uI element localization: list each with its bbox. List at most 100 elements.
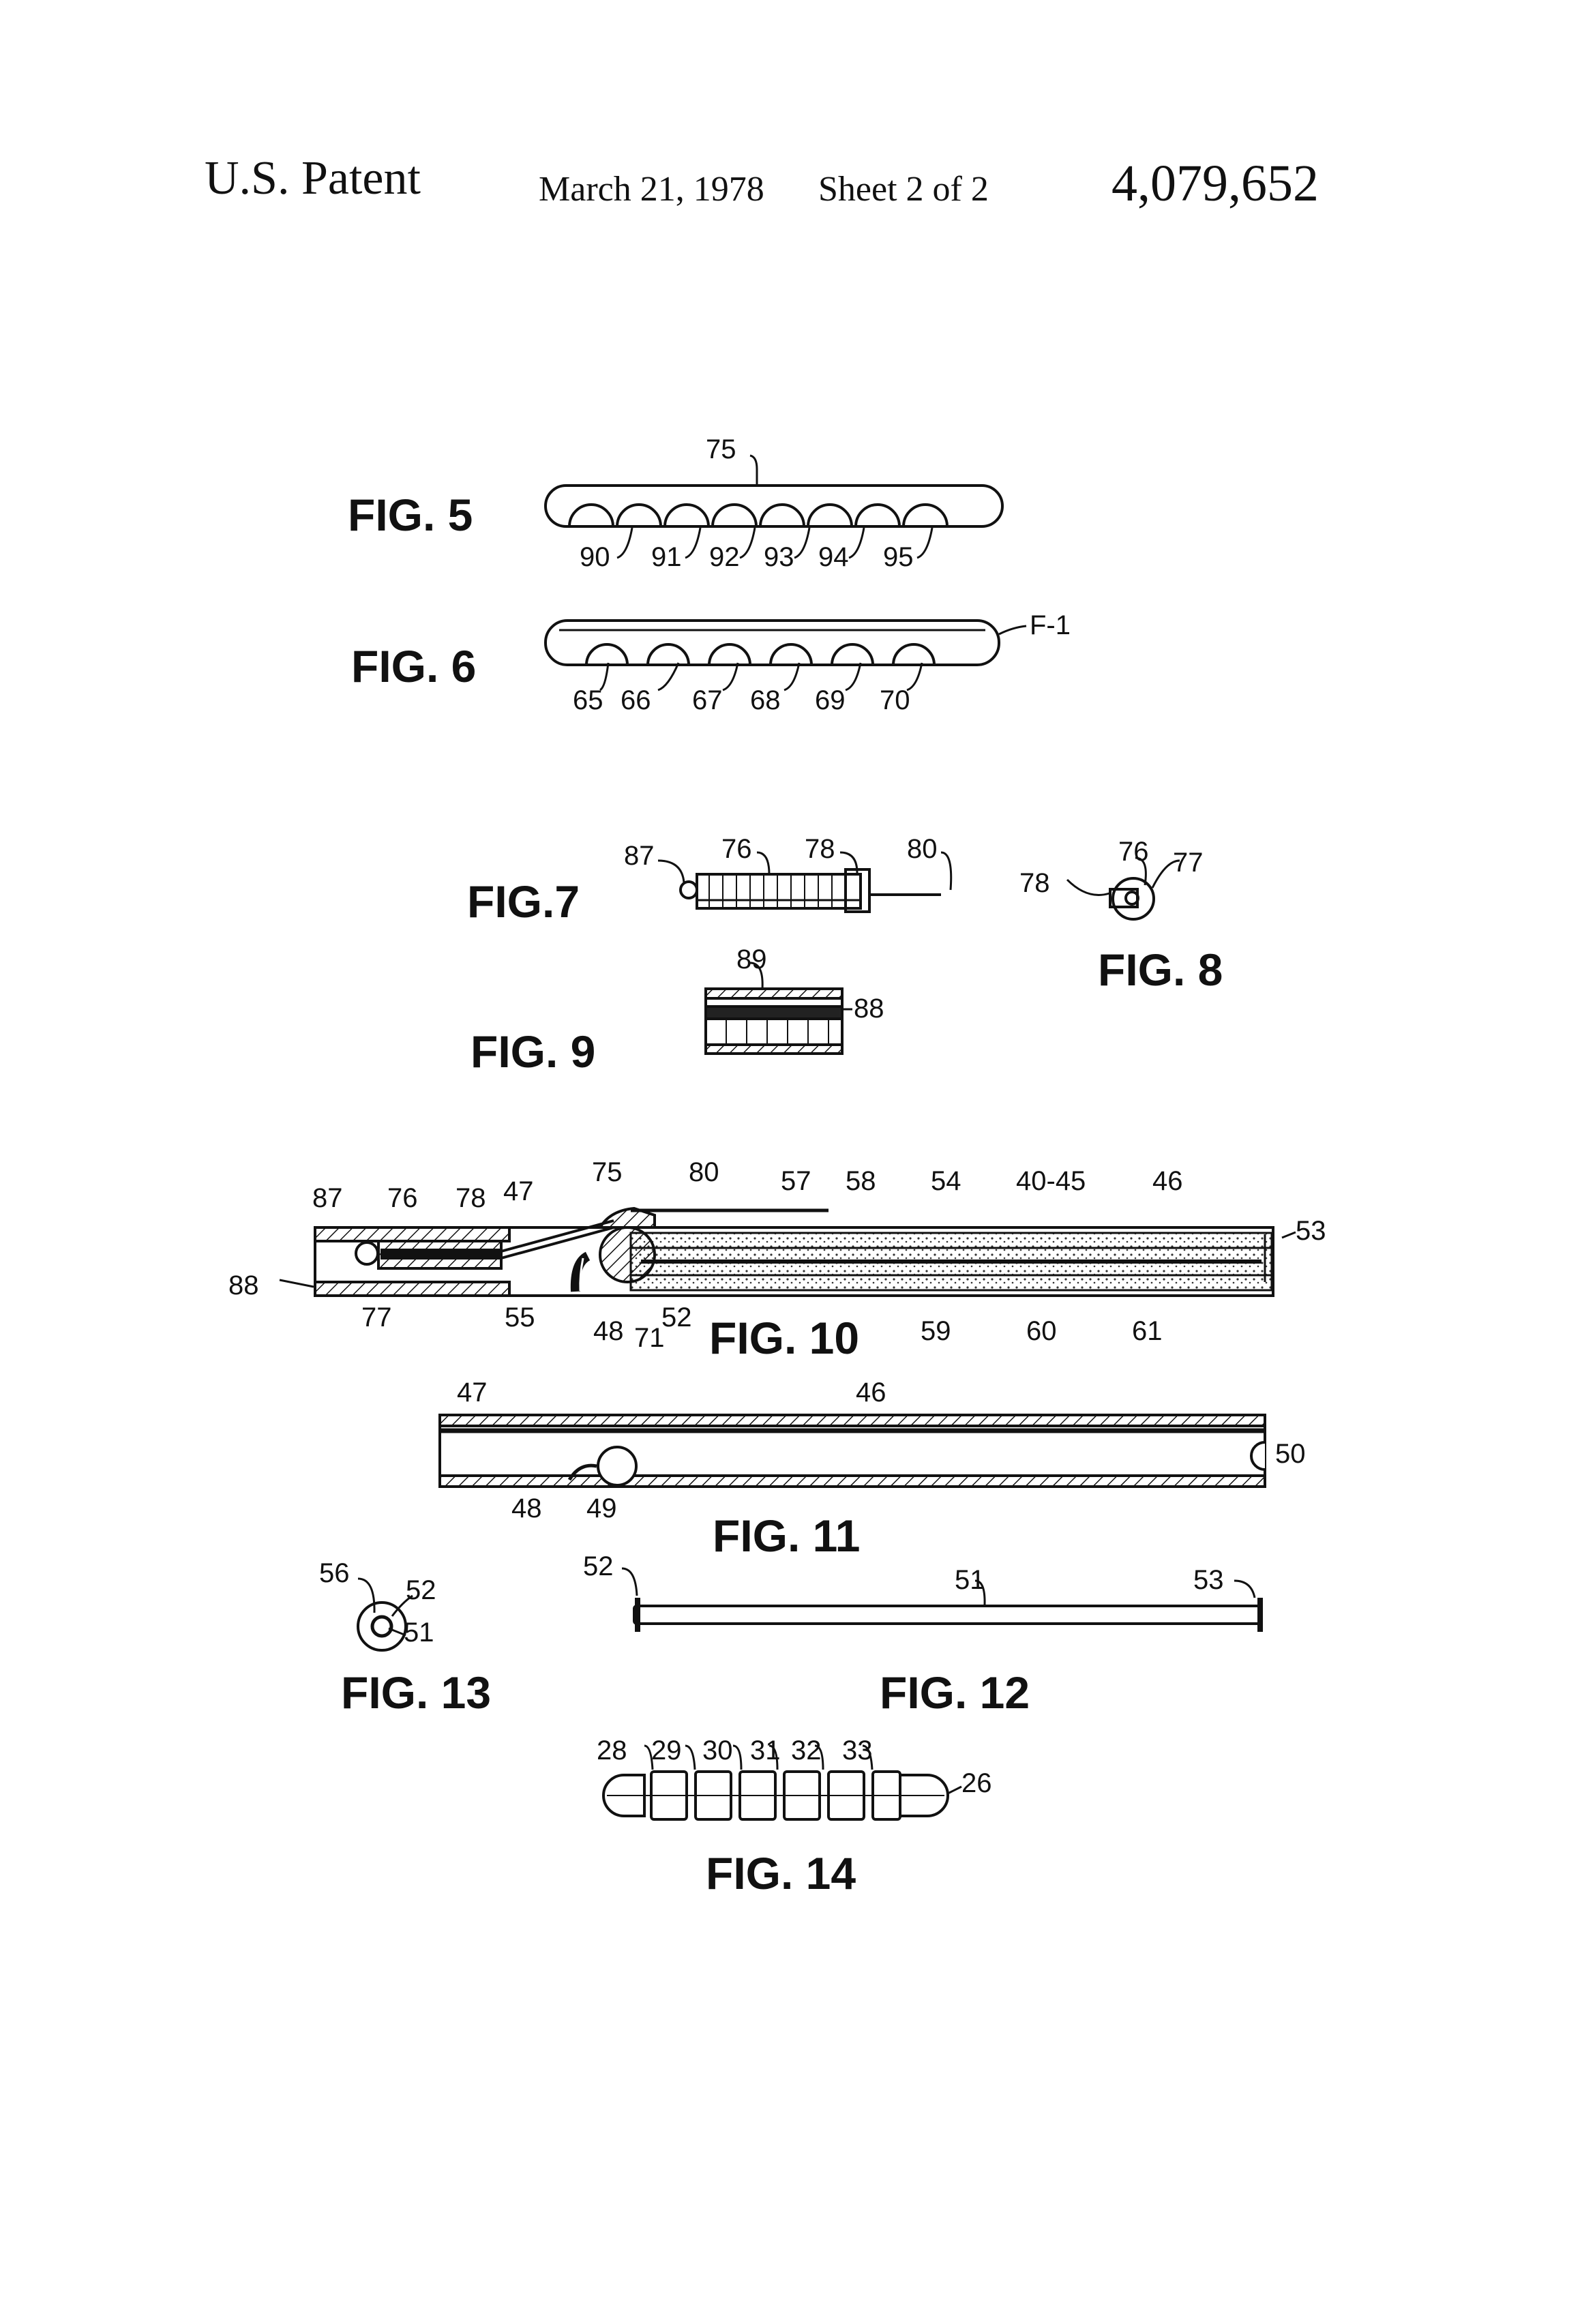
fig11-ref-47: 47 <box>457 1377 488 1407</box>
fig10-ref-71: 71 <box>634 1323 665 1353</box>
fig10-button <box>599 1226 656 1283</box>
fig11-ref-49: 49 <box>586 1493 617 1523</box>
fig6-ref-70: 70 <box>880 685 910 715</box>
fig7-coil <box>696 873 862 910</box>
fig5-recesses <box>568 503 949 527</box>
fig10-label: FIG. 10 <box>709 1313 859 1363</box>
fig14-ref-31: 31 <box>750 1735 781 1766</box>
fig10-ref-47: 47 <box>503 1176 534 1206</box>
fig14-ref-33: 33 <box>842 1735 873 1766</box>
fig10-tube <box>314 1226 1274 1297</box>
fig7-ball <box>679 880 698 899</box>
fig11-ref-50: 50 <box>1275 1439 1306 1469</box>
fig10-ref-87: 87 <box>312 1183 343 1213</box>
figure-8 <box>1066 856 1180 921</box>
fig5-ref-75: 75 <box>706 434 736 464</box>
fig8-ref-77: 77 <box>1173 848 1204 878</box>
fig13-ref-56: 56 <box>319 1558 350 1588</box>
fig10-ref-46: 46 <box>1152 1166 1183 1196</box>
fig10-ref-55: 55 <box>505 1302 535 1332</box>
fig10-ref-40-45: 40-45 <box>1016 1166 1086 1196</box>
fig13-ref-51: 51 <box>404 1618 434 1648</box>
fig14-ref-26: 26 <box>961 1768 992 1798</box>
figure-9 <box>704 962 852 1055</box>
fig7-ref-87: 87 <box>624 841 655 871</box>
fig7-ref-78: 78 <box>805 834 835 864</box>
fig11-ref-48: 48 <box>511 1493 542 1523</box>
fig9-label: FIG. 9 <box>471 1026 595 1077</box>
fig11-label: FIG. 11 <box>713 1510 860 1561</box>
fig5-ref-93: 93 <box>764 542 794 572</box>
figure-12 <box>621 1567 1263 1632</box>
fig12-ref-53: 53 <box>1193 1565 1224 1595</box>
fig12-rod <box>633 1605 1263 1625</box>
fig5-label: FIG. 5 <box>348 490 473 540</box>
fig5-ref-90: 90 <box>580 542 610 572</box>
patent-date: March 21, 1978 <box>539 170 764 209</box>
fig14-ref-28: 28 <box>597 1735 627 1766</box>
fig10-ref-52: 52 <box>661 1302 692 1332</box>
fig10-ref-77: 77 <box>361 1302 392 1332</box>
fig11-hole <box>597 1446 638 1487</box>
fig14-end-cap-left <box>602 1774 646 1817</box>
fig6-ref-67: 67 <box>692 685 723 715</box>
fig7-ref-80: 80 <box>907 834 938 864</box>
fig14-end-cap-right <box>899 1774 949 1817</box>
patent-title: U.S. Patent <box>205 152 421 205</box>
figure-13 <box>357 1577 413 1652</box>
fig13-disc <box>357 1601 407 1652</box>
fig5-ref-94: 94 <box>818 542 849 572</box>
fig6-strip <box>544 619 1000 666</box>
figure-11 <box>438 1414 1266 1488</box>
figure-14 <box>602 1744 962 1821</box>
fig7-ref-76: 76 <box>721 834 752 864</box>
fig14-ref-32: 32 <box>791 1735 822 1766</box>
fig10-ref-53: 53 <box>1296 1216 1326 1246</box>
fig10-ref-80: 80 <box>689 1157 719 1187</box>
fig11-ref-46: 46 <box>856 1377 886 1407</box>
fig10-ref-58: 58 <box>846 1166 876 1196</box>
fig6-ref-f1: F-1 <box>1030 610 1071 640</box>
fig8-ref-76: 76 <box>1118 837 1149 867</box>
fig6-label: FIG. 6 <box>351 641 476 691</box>
figure-10 <box>279 1206 1296 1297</box>
fig10-ref-61: 61 <box>1132 1316 1163 1346</box>
figure-5 <box>544 454 1004 559</box>
fig12-label: FIG. 12 <box>880 1667 1030 1718</box>
fig6-cells <box>585 643 936 666</box>
fig12-ref-52: 52 <box>583 1551 614 1581</box>
fig9-ref-88: 88 <box>854 994 884 1024</box>
fig8-ref-78: 78 <box>1019 868 1050 898</box>
sheet-number: Sheet 2 of 2 <box>818 170 989 209</box>
fig8-ring <box>1111 877 1155 921</box>
fig7-label: FIG.7 <box>467 876 580 927</box>
fig10-ref-57: 57 <box>781 1166 811 1196</box>
fig6-ref-65: 65 <box>573 685 603 715</box>
fig14-ref-29: 29 <box>651 1735 682 1766</box>
fig10-ref-88: 88 <box>228 1270 259 1300</box>
figure-7 <box>657 851 953 913</box>
fig10-ref-60: 60 <box>1026 1316 1057 1346</box>
fig5-strip <box>544 484 1004 528</box>
fig10-ref-48: 48 <box>593 1316 624 1346</box>
fig14-ref-30: 30 <box>702 1735 733 1766</box>
fig10-ref-75: 75 <box>592 1157 623 1187</box>
fig13-label: FIG. 13 <box>341 1667 491 1718</box>
fig6-ref-66: 66 <box>621 685 651 715</box>
patent-number: 4,079,652 <box>1111 155 1319 212</box>
fig10-ball <box>355 1241 379 1266</box>
figure-6 <box>544 619 1027 691</box>
fig6-ref-69: 69 <box>815 685 846 715</box>
fig8-label: FIG. 8 <box>1098 944 1223 995</box>
fig13-ref-52: 52 <box>406 1575 436 1605</box>
fig5-ref-95: 95 <box>883 542 914 572</box>
fig12-ref-51: 51 <box>955 1565 985 1595</box>
fig10-ref-54: 54 <box>931 1166 961 1196</box>
fig5-ref-92: 92 <box>709 542 740 572</box>
fig5-ref-91: 91 <box>651 542 682 572</box>
fig10-ref-78: 78 <box>456 1183 486 1213</box>
fig9-ref-89: 89 <box>736 944 767 974</box>
fig6-ref-68: 68 <box>750 685 781 715</box>
